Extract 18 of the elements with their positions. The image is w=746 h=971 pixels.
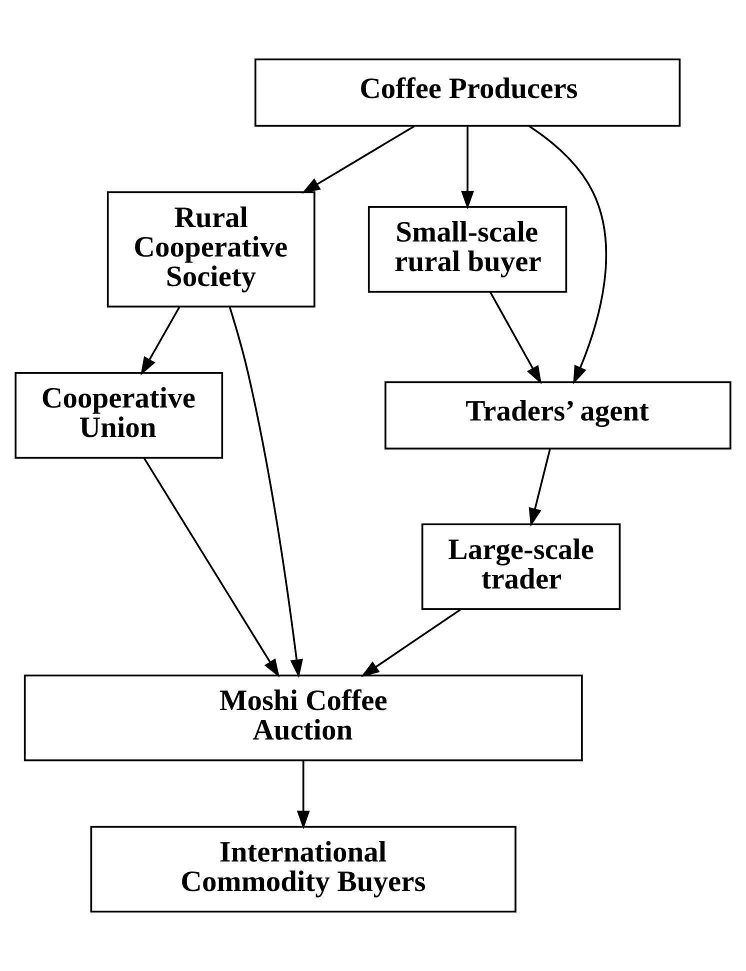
arrow [140,306,180,376]
arrow [490,292,542,384]
arrow [360,608,462,678]
node-box: Coffee Producers [254,58,681,127]
arrow [528,449,551,527]
node-box: Large-scale trader [421,523,621,610]
node-box: Rural Cooperative Society [106,191,316,308]
arrow [461,126,474,210]
node-box: Moshi Coffee Auction [24,674,583,762]
arrow [143,458,280,678]
node-box: Small-scale rural buyer [368,206,568,293]
node-box: Traders’ agent [384,381,732,450]
arrow [528,125,608,384]
arrow [302,125,415,194]
arrow [228,306,304,678]
arrow [296,760,310,830]
node-box: International Commodity Buyers [90,826,516,913]
node-box: Cooperative Union [14,372,224,459]
